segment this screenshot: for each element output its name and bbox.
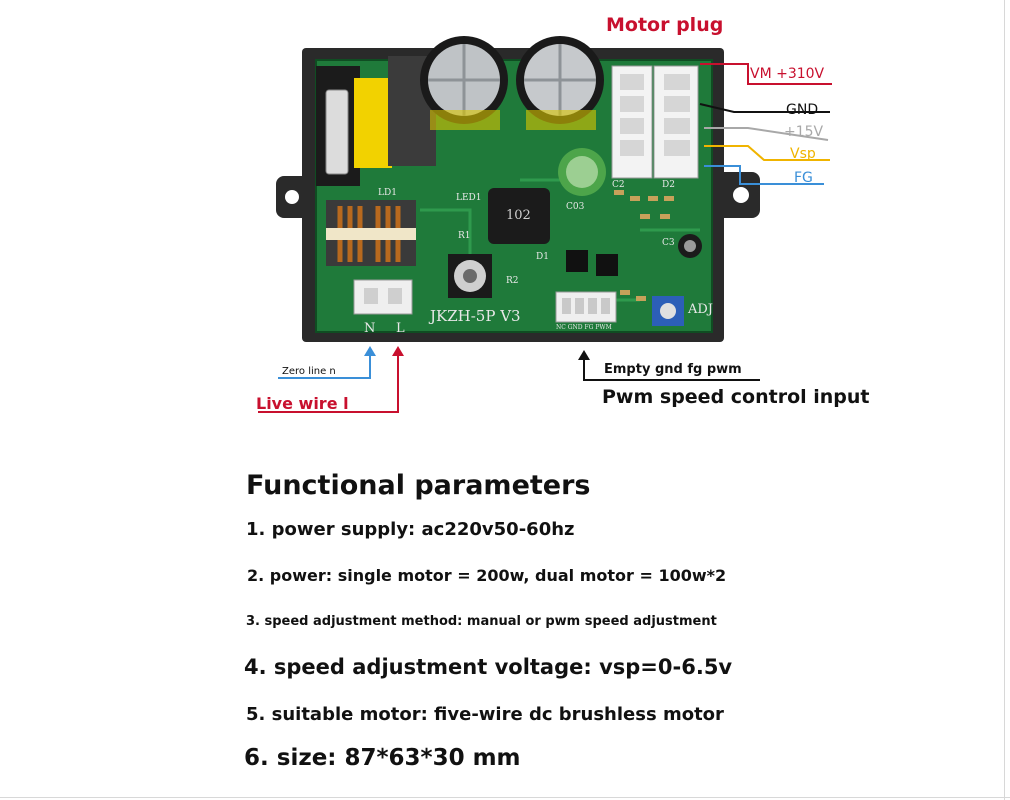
frame-right-line [1004,0,1005,800]
gnd-label: GND [786,102,819,118]
param-item-4: 4. speed adjustment voltage: vsp=0-6.5v [244,655,733,679]
live-wire-arrow [258,354,399,413]
v15-leader-line [704,127,829,141]
fg-leader-line [704,165,824,185]
pcb-led-label: LED1 [456,193,482,203]
pcb-header-pins-label: NC GND FG PWM [556,324,612,331]
param-item-3: 3. speed adjustment method: manual or pw… [246,614,717,629]
pcb-inductor-label: 102 [506,208,531,223]
pcb-d1-label: D1 [536,252,549,262]
vm-label: VM +310V [750,66,825,82]
pcb-c03-label: C03 [566,202,585,212]
pcb-l-label: L [396,321,405,336]
x-capacitor [354,78,392,168]
pcb-model-label: JKZH-5P V3 [430,307,521,325]
frame-bottom-line [0,797,1010,798]
gnd-leader-line [699,103,830,113]
pcb-r2-label: R2 [506,276,519,286]
live-wire-label: Live wire l [256,394,349,413]
ac-input-connector [353,279,413,315]
param-item-2: 2. power: single motor = 200w, dual moto… [247,566,727,585]
params-title: Functional parameters [246,470,591,501]
zero-line-label: Zero line n [282,366,336,377]
param-item-6: 6. size: 87*63*30 mm [244,745,521,771]
pcb-c2-label: C2 [612,180,625,190]
mosfet-2 [596,254,618,276]
pcb-c3-label: C3 [662,238,675,248]
zero-line-arrow [278,354,371,379]
power-inductor [488,188,550,244]
v15-label: +15V [784,124,824,140]
pcb-adj-label: ADJ [688,302,714,317]
fuse [325,89,349,175]
fg-label: FG [794,170,813,186]
pcb-r1-label: R1 [458,231,471,241]
vm-leader-line [700,63,832,85]
vsp-leader-line [704,145,830,161]
mosfet-1 [566,250,588,272]
pcb-ld1-label: LD1 [378,188,397,198]
controller-board-illustration [258,36,832,413]
pcb-n-label: N [364,321,376,336]
motor-plug-label: Motor plug [606,14,724,36]
pwm-input-arrow [583,354,760,381]
pcb-d2-label: D2 [662,180,675,190]
param-item-5: 5. suitable motor: five-wire dc brushles… [246,704,724,725]
connector-pins-label: Empty gnd fg pwm [604,362,742,377]
pwm-input-label: Pwm speed control input [602,386,870,408]
param-item-1: 1. power supply: ac220v50-60hz [246,519,575,540]
vsp-label: Vsp [790,146,816,162]
